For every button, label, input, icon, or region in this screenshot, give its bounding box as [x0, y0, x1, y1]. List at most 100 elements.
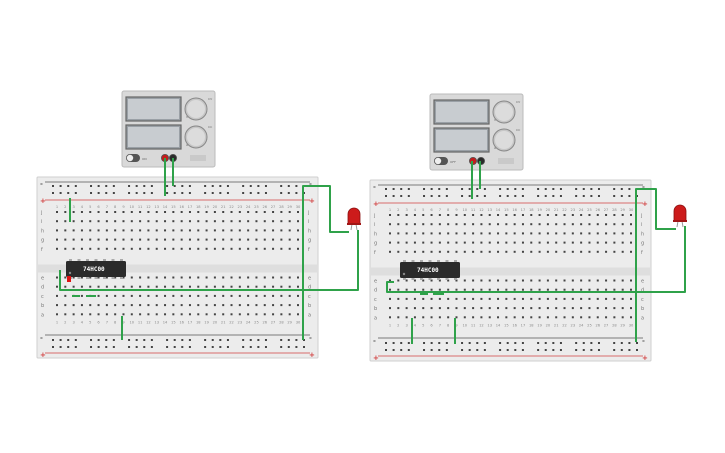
rail-hole[interactable]	[295, 346, 298, 348]
rail-hole[interactable]	[476, 342, 479, 344]
rail-hole[interactable]	[385, 342, 387, 344]
rail-hole[interactable]	[468, 349, 471, 351]
terminal-hole[interactable]	[89, 276, 92, 279]
terminal-hole[interactable]	[422, 316, 425, 319]
terminal-hole[interactable]	[521, 250, 524, 253]
terminal-hole[interactable]	[56, 304, 58, 307]
terminal-hole[interactable]	[530, 232, 533, 235]
terminal-hole[interactable]	[447, 214, 450, 216]
terminal-hole[interactable]	[596, 279, 599, 282]
terminal-hole[interactable]	[455, 297, 458, 300]
rail-hole[interactable]	[544, 188, 547, 190]
rail-hole[interactable]	[181, 192, 184, 194]
rail-hole[interactable]	[242, 339, 245, 341]
terminal-hole[interactable]	[488, 307, 491, 310]
terminal-hole[interactable]	[447, 297, 450, 300]
rail-hole[interactable]	[204, 185, 207, 187]
rail-hole[interactable]	[514, 195, 517, 197]
terminal-hole[interactable]	[56, 285, 58, 288]
terminal-hole[interactable]	[230, 285, 233, 288]
rail-hole[interactable]	[166, 339, 169, 341]
terminal-hole[interactable]	[213, 276, 216, 279]
terminal-hole[interactable]	[105, 313, 108, 316]
rail-hole[interactable]	[461, 188, 464, 190]
rail-hole[interactable]	[219, 192, 222, 194]
terminal-hole[interactable]	[455, 223, 458, 226]
terminal-hole[interactable]	[147, 220, 150, 223]
rail-hole[interactable]	[620, 188, 623, 190]
terminal-hole[interactable]	[497, 297, 500, 300]
terminal-hole[interactable]	[130, 211, 133, 213]
terminal-hole[interactable]	[405, 297, 408, 300]
terminal-hole[interactable]	[238, 313, 241, 316]
terminal-hole[interactable]	[447, 279, 450, 282]
rail-hole[interactable]	[112, 339, 115, 341]
terminal-hole[interactable]	[114, 304, 117, 307]
rail-hole[interactable]	[544, 349, 547, 351]
terminal-hole[interactable]	[613, 297, 616, 300]
terminal-hole[interactable]	[255, 304, 258, 307]
terminal-hole[interactable]	[155, 229, 158, 232]
rail-hole[interactable]	[143, 185, 146, 187]
terminal-hole[interactable]	[580, 250, 583, 253]
terminal-hole[interactable]	[222, 294, 225, 297]
terminal-hole[interactable]	[430, 307, 433, 310]
terminal-hole[interactable]	[238, 211, 241, 213]
rail-hole[interactable]	[211, 185, 214, 187]
terminal-hole[interactable]	[563, 279, 566, 282]
rail-hole[interactable]	[188, 339, 191, 341]
rail-hole[interactable]	[188, 192, 191, 194]
terminal-hole[interactable]	[255, 211, 258, 213]
terminal-hole[interactable]	[605, 288, 608, 291]
terminal-hole[interactable]	[613, 250, 616, 253]
terminal-hole[interactable]	[397, 232, 400, 235]
rail-hole[interactable]	[613, 349, 616, 351]
terminal-hole[interactable]	[488, 316, 491, 319]
rail-hole[interactable]	[303, 346, 305, 348]
terminal-hole[interactable]	[172, 229, 175, 232]
terminal-hole[interactable]	[255, 294, 258, 297]
terminal-hole[interactable]	[139, 247, 142, 250]
rail-hole[interactable]	[407, 349, 410, 351]
rail-hole[interactable]	[249, 339, 252, 341]
chip-pin[interactable]	[111, 259, 115, 261]
terminal-hole[interactable]	[438, 250, 441, 253]
terminal-hole[interactable]	[172, 313, 175, 316]
rail-hole[interactable]	[211, 192, 214, 194]
terminal-hole[interactable]	[180, 294, 183, 297]
terminal-hole[interactable]	[505, 307, 508, 310]
terminal-hole[interactable]	[621, 297, 624, 300]
terminal-hole[interactable]	[114, 211, 117, 213]
chip-pin[interactable]	[411, 260, 415, 262]
terminal-hole[interactable]	[272, 211, 275, 213]
rail-hole[interactable]	[628, 342, 631, 344]
terminal-hole[interactable]	[97, 247, 100, 250]
terminal-hole[interactable]	[155, 247, 158, 250]
terminal-hole[interactable]	[122, 229, 125, 232]
rail-hole[interactable]	[219, 346, 222, 348]
terminal-hole[interactable]	[56, 238, 58, 241]
terminal-hole[interactable]	[413, 307, 416, 310]
terminal-hole[interactable]	[530, 288, 533, 291]
terminal-hole[interactable]	[80, 313, 83, 316]
rail-hole[interactable]	[287, 192, 290, 194]
terminal-hole[interactable]	[430, 297, 433, 300]
chip-pin[interactable]	[77, 259, 81, 261]
terminal-hole[interactable]	[397, 250, 400, 253]
terminal-hole[interactable]	[488, 232, 491, 235]
terminal-hole[interactable]	[438, 279, 441, 282]
terminal-hole[interactable]	[80, 229, 83, 232]
rail-hole[interactable]	[226, 185, 229, 187]
terminal-hole[interactable]	[630, 279, 632, 282]
terminal-hole[interactable]	[130, 238, 133, 241]
chip-pin[interactable]	[86, 259, 89, 261]
terminal-hole[interactable]	[164, 304, 167, 307]
terminal-hole[interactable]	[530, 223, 533, 226]
terminal-hole[interactable]	[488, 223, 491, 226]
terminal-hole[interactable]	[480, 250, 483, 253]
terminal-hole[interactable]	[255, 276, 258, 279]
terminal-hole[interactable]	[613, 316, 616, 319]
terminal-hole[interactable]	[538, 288, 541, 291]
rail-hole[interactable]	[506, 342, 509, 344]
rail-hole[interactable]	[597, 342, 600, 344]
